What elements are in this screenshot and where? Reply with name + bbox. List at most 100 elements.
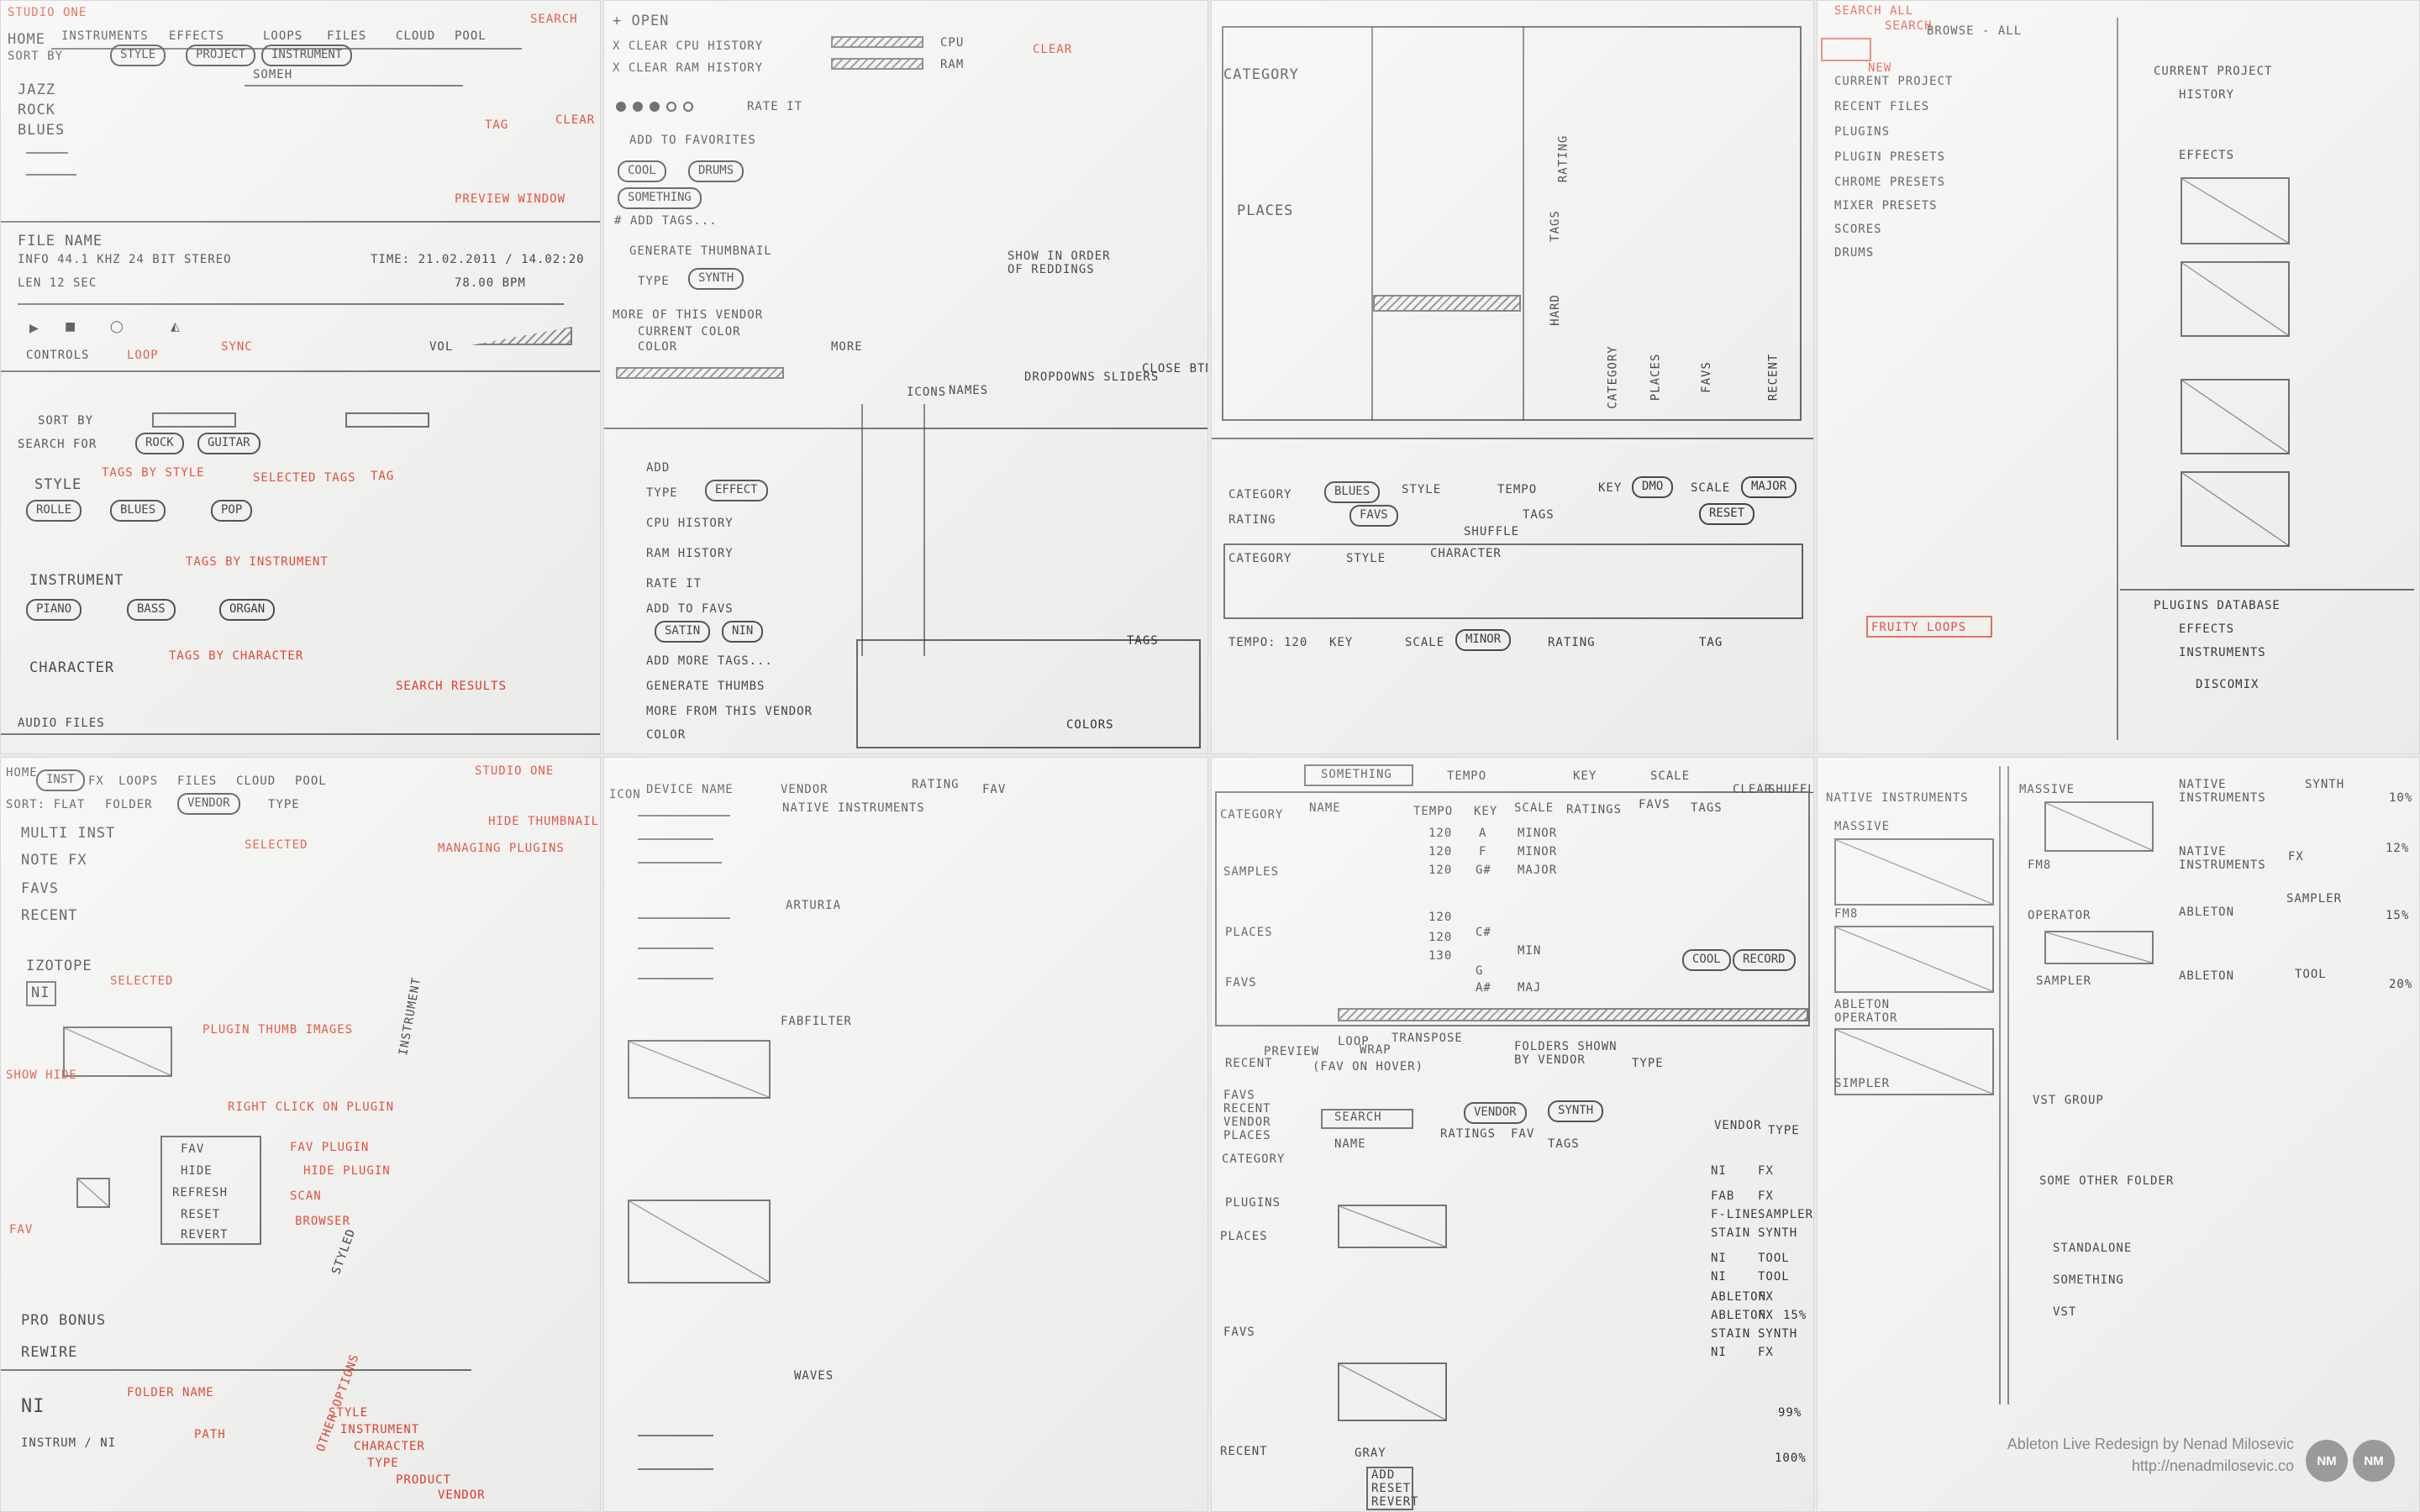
- filter-favs[interactable]: FAVS: [1349, 505, 1398, 527]
- search-box-2[interactable]: [1321, 1109, 1413, 1129]
- rate-dot-1[interactable]: [616, 102, 626, 112]
- probonus[interactable]: PRO BONUS: [21, 1312, 107, 1329]
- tab-3[interactable]: FILES: [327, 29, 367, 43]
- tree-multi[interactable]: MULTI INST: [21, 825, 116, 842]
- tree-favs[interactable]: FAVS: [21, 880, 59, 897]
- tree-history[interactable]: HISTORY: [2179, 88, 2235, 102]
- list-5[interactable]: MIXER PRESETS: [1834, 199, 1938, 213]
- gen-thumb[interactable]: GENERATE THUMBNAIL: [629, 244, 772, 258]
- search-box[interactable]: [1304, 764, 1413, 786]
- rate-dot-4[interactable]: [666, 102, 676, 112]
- tab-loops[interactable]: LOOPS: [118, 774, 159, 788]
- menu-rate[interactable]: RATE IT: [646, 577, 702, 591]
- credit-url[interactable]: http://nenadmilosevic.co: [2131, 1457, 2294, 1474]
- izotope[interactable]: IZOTOPE: [26, 958, 92, 974]
- other-folder[interactable]: SOME OTHER FOLDER: [2039, 1174, 2175, 1188]
- filter-dmo[interactable]: DMO: [1632, 476, 1674, 498]
- menu-cpu[interactable]: CPU HISTORY: [646, 517, 734, 530]
- tag-drums[interactable]: DRUMS: [688, 160, 744, 182]
- sync-icon[interactable]: ◭: [171, 320, 180, 333]
- style-tag-1[interactable]: ROLLE: [26, 500, 82, 522]
- ctrl-loop[interactable]: LOOP: [1338, 1035, 1370, 1048]
- plugins-discomix[interactable]: DISCOMIX: [2196, 678, 2260, 691]
- sort-type[interactable]: TYPE: [268, 798, 300, 811]
- ctx-fav[interactable]: FAV: [181, 1142, 205, 1156]
- tree-jazz[interactable]: JAZZ: [18, 81, 55, 98]
- browse-all[interactable]: BROWSE - ALL: [1927, 24, 2023, 38]
- chip-rock[interactable]: ROCK: [135, 433, 184, 454]
- tree-current[interactable]: CURRENT PROJECT: [2154, 65, 2273, 78]
- tab-5[interactable]: POOL: [455, 29, 487, 43]
- device-operator-left[interactable]: ABLETON OPERATOR: [1834, 998, 1898, 1025]
- type-synth[interactable]: SYNTH: [688, 268, 744, 290]
- open-item[interactable]: + OPEN: [613, 13, 670, 29]
- top-shuffle[interactable]: SHUFFLE: [1768, 783, 1813, 796]
- vst-group[interactable]: VST GROUP: [2033, 1094, 2104, 1107]
- ctx-refresh[interactable]: REFRESH: [172, 1186, 229, 1200]
- tags-btn[interactable]: TAGS: [1127, 634, 1159, 648]
- device-sampler-right[interactable]: SAMPLER: [2036, 974, 2092, 988]
- ctx7-revert[interactable]: REVERT: [1371, 1495, 1419, 1509]
- list-7[interactable]: DRUMS: [1834, 246, 1875, 260]
- rate-dot-5[interactable]: [683, 102, 693, 112]
- inst-tag-3[interactable]: ORGAN: [219, 599, 276, 621]
- sort-instrument[interactable]: INSTRUMENT: [261, 45, 353, 66]
- tag-chip-cool[interactable]: COOL: [1682, 949, 1731, 971]
- menu-color[interactable]: COLOR: [646, 728, 687, 742]
- standalone-0[interactable]: STANDALONE: [2053, 1242, 2133, 1255]
- sort-folder[interactable]: FOLDER: [105, 798, 153, 811]
- add-favorites[interactable]: ADD TO FAVORITES: [629, 134, 756, 147]
- search-2[interactable]: SEARCH: [1334, 1110, 1382, 1124]
- device-massive-left[interactable]: MASSIVE: [1834, 820, 1891, 833]
- sort2-box-1[interactable]: [152, 412, 236, 428]
- filter-reset[interactable]: RESET: [1699, 503, 1755, 525]
- volume-slider[interactable]: [471, 327, 572, 345]
- rewire[interactable]: REWIRE: [21, 1344, 78, 1361]
- style-tag-3[interactable]: POP: [211, 500, 253, 522]
- tab-files[interactable]: FILES: [177, 774, 218, 788]
- chip-guitar[interactable]: GUITAR: [197, 433, 260, 454]
- top-clear[interactable]: CLEAR: [1733, 783, 1773, 796]
- tab-pool[interactable]: POOL: [295, 774, 327, 788]
- tree-effects[interactable]: EFFECTS: [2179, 149, 2235, 162]
- menu-gen-thumbs[interactable]: GENERATE THUMBS: [646, 680, 765, 693]
- list-1[interactable]: RECENT FILES: [1834, 100, 1930, 113]
- sort-vendor[interactable]: VENDOR: [177, 793, 240, 815]
- tab-cloud[interactable]: CLOUD: [236, 774, 276, 788]
- filter-blues[interactable]: BLUES: [1324, 481, 1381, 503]
- ctx7-add[interactable]: ADD: [1371, 1468, 1396, 1482]
- menu-effect[interactable]: EFFECT: [705, 480, 768, 501]
- tab-4[interactable]: CLOUD: [396, 29, 436, 43]
- style-tag-2[interactable]: BLUES: [110, 500, 166, 522]
- tag-cool[interactable]: COOL: [618, 160, 666, 182]
- tree-note-fx[interactable]: NOTE FX: [21, 852, 87, 869]
- ctx-hide[interactable]: HIDE: [181, 1164, 213, 1178]
- menu-ram[interactable]: RAM HISTORY: [646, 547, 734, 560]
- list-3[interactable]: PLUGIN PRESETS: [1834, 150, 1946, 164]
- add-tags[interactable]: # ADD TAGS...: [614, 214, 718, 228]
- filter-major[interactable]: MAJOR: [1741, 476, 1797, 498]
- tree-blues[interactable]: BLUES: [18, 122, 66, 139]
- list-6[interactable]: SCORES: [1834, 223, 1882, 236]
- list-2[interactable]: PLUGINS: [1834, 125, 1891, 139]
- standalone-1[interactable]: SOMETHING: [2053, 1273, 2124, 1287]
- shuffle-btn[interactable]: SHUFFLE: [1464, 525, 1520, 538]
- add-button-highlight[interactable]: [1821, 38, 1871, 61]
- device-simpler-left[interactable]: SIMPLER: [1834, 1077, 1891, 1090]
- inst-tag-1[interactable]: PIANO: [26, 599, 82, 621]
- play-icon[interactable]: ▶: [29, 322, 39, 335]
- samples-selected[interactable]: SAMPLES: [1223, 865, 1280, 879]
- stop-icon[interactable]: ■: [65, 320, 76, 333]
- tag-something[interactable]: SOMETHING: [618, 187, 702, 209]
- menu-type[interactable]: TYPE: [646, 486, 678, 500]
- filter2-synth[interactable]: SYNTH: [1548, 1100, 1604, 1122]
- clear-cpu[interactable]: X CLEAR CPU HISTORY: [613, 39, 764, 53]
- list-4[interactable]: CHROME PRESETS: [1834, 176, 1946, 189]
- fruity-box[interactable]: [1866, 616, 1992, 638]
- device-fm8-right[interactable]: FM8: [2028, 858, 2052, 872]
- standalone-2[interactable]: VST: [2053, 1305, 2077, 1319]
- search-something[interactable]: SOMETHING: [1321, 768, 1392, 781]
- menu-more-vendor[interactable]: MORE FROM THIS VENDOR: [646, 705, 813, 718]
- tab-0[interactable]: INSTRUMENTS: [61, 29, 149, 43]
- ctx-reset[interactable]: RESET: [181, 1208, 221, 1221]
